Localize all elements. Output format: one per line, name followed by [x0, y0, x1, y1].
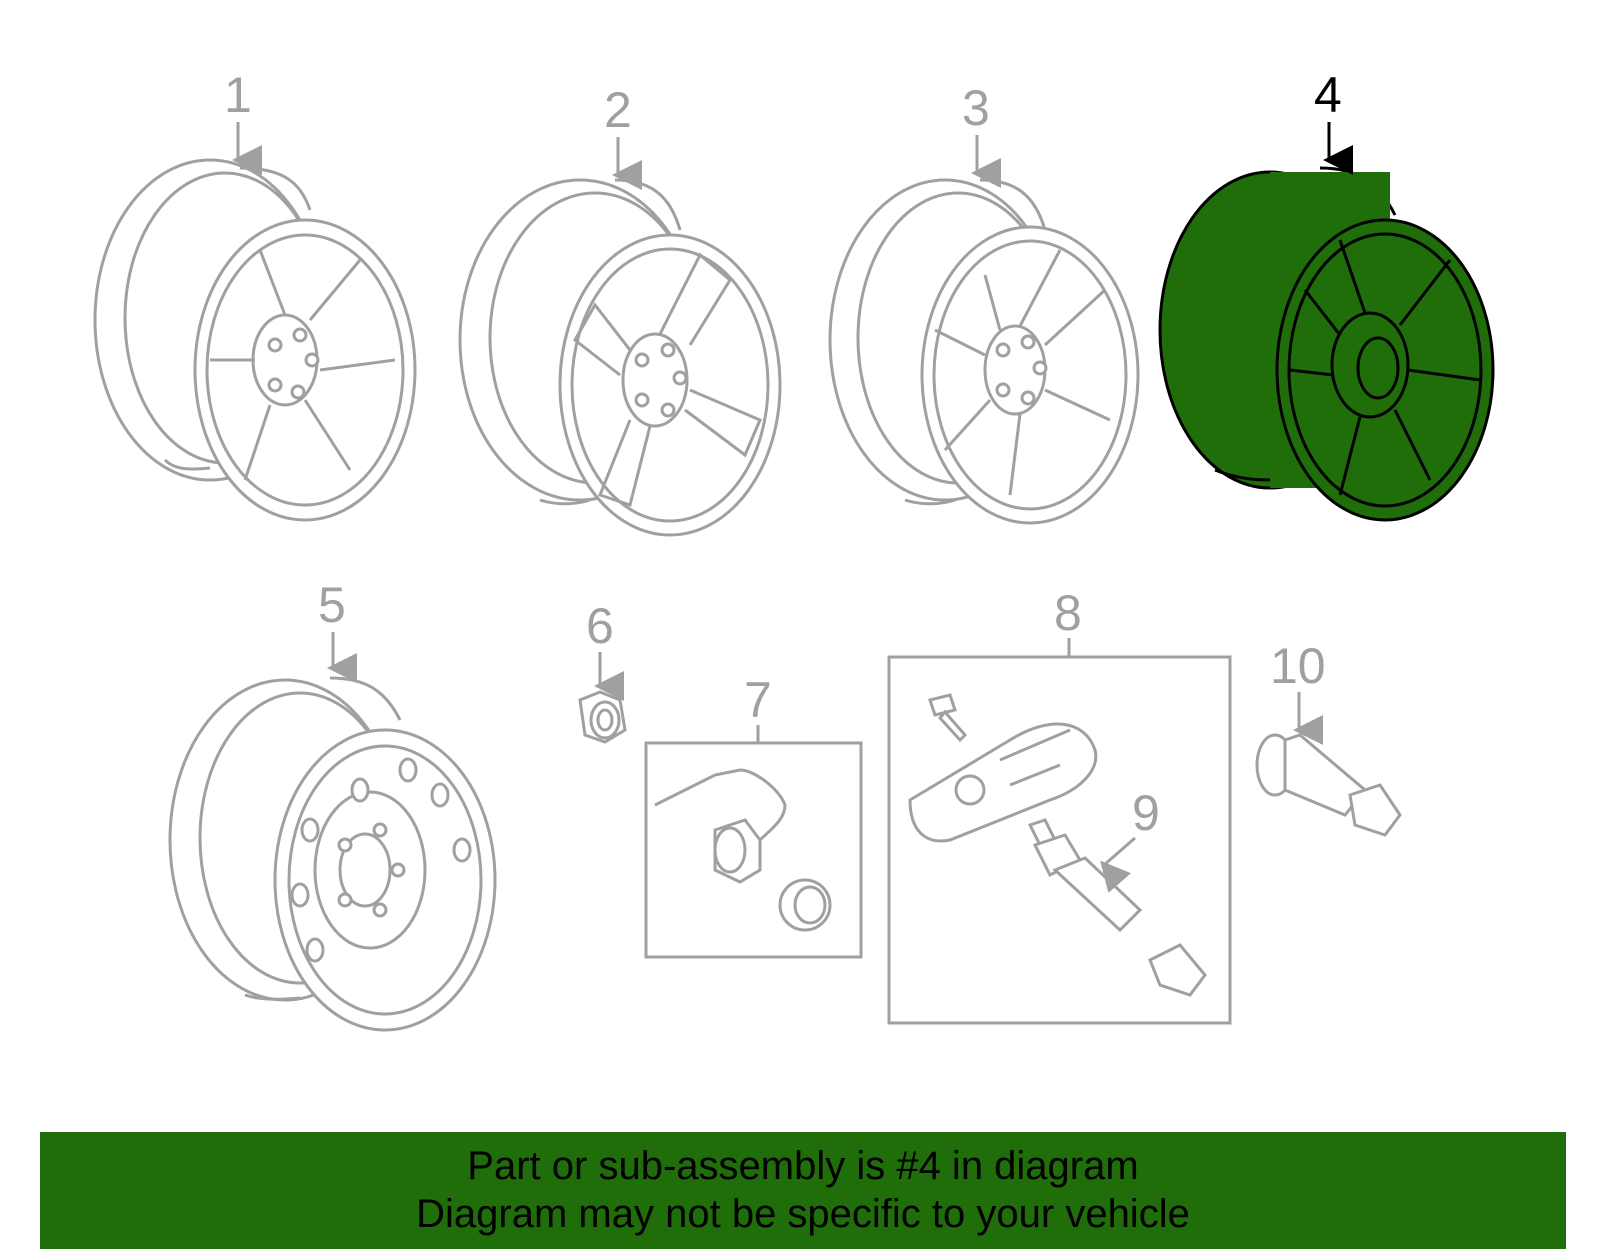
callout-label-1: 1 [224, 67, 252, 123]
info-banner: Part or sub-assembly is #4 in diagram Di… [40, 1132, 1566, 1249]
wheel-icon [1158, 166, 1495, 522]
part-4-wheel-highlighted[interactable] [1158, 166, 1495, 522]
callout-label-4: 4 [1314, 67, 1342, 123]
part-3-wheel[interactable] [828, 178, 1140, 525]
banner-line-1: Part or sub-assembly is #4 in diagram [467, 1144, 1139, 1188]
parts-diagram: 1 2 3 [93, 67, 1495, 1032]
part-7-valve-kit[interactable] [654, 768, 832, 932]
callout-label-5: 5 [318, 577, 346, 633]
part-10-valve-stem[interactable] [1255, 733, 1402, 837]
tpms-sensor-icon [908, 693, 1098, 843]
valve-stem-icon [654, 768, 832, 932]
callout-label-3: 3 [962, 80, 990, 136]
callout-label-6: 6 [586, 598, 614, 654]
callout-label-9: 9 [1132, 785, 1160, 841]
part-6-lug-nut[interactable] [578, 690, 627, 744]
callout-label-2: 2 [604, 82, 632, 138]
part-9-valve-stem[interactable] [1027, 818, 1207, 997]
wheel-icon [458, 178, 782, 537]
steel-wheel-icon [168, 676, 497, 1032]
valve-stem-icon [1255, 733, 1402, 837]
part-8-tpms-sensor[interactable] [908, 693, 1098, 843]
callout-arrow-9 [1100, 836, 1136, 893]
callout-label-8: 8 [1054, 585, 1082, 641]
wheel-icon [93, 158, 417, 522]
valve-stem-icon [1027, 818, 1207, 997]
lug-nut-icon [578, 690, 627, 744]
callout-label-10: 10 [1270, 638, 1326, 694]
part-2-wheel[interactable] [458, 178, 782, 537]
part-1-wheel[interactable] [93, 158, 417, 522]
part-5-steel-wheel[interactable] [168, 676, 497, 1032]
banner-line-2: Diagram may not be specific to your vehi… [416, 1192, 1190, 1236]
callout-label-7: 7 [744, 672, 772, 728]
wheel-icon [828, 178, 1140, 525]
